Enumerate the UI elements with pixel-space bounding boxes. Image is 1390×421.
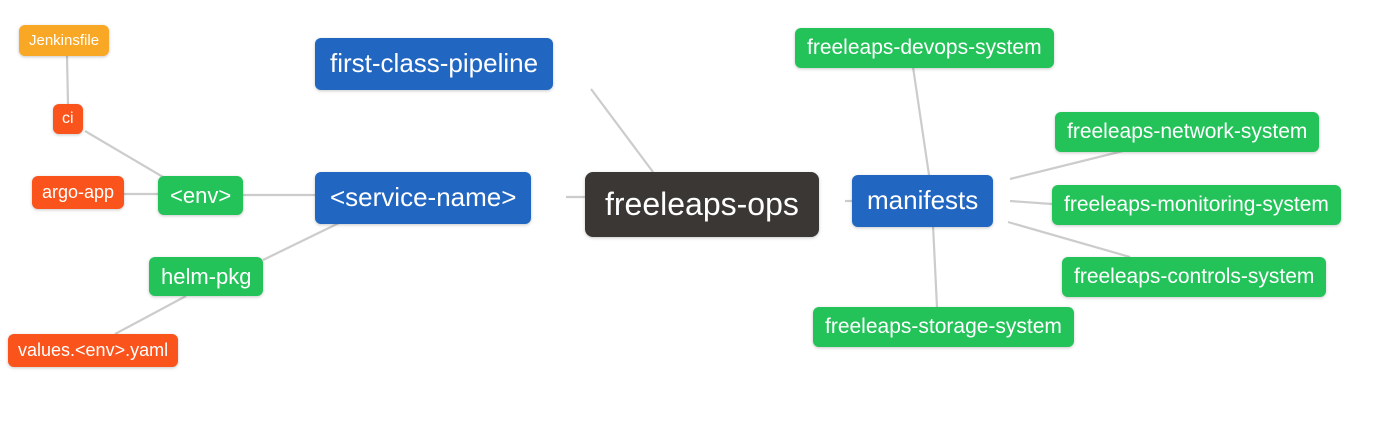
node-helm-pkg[interactable]: helm-pkg [149,257,264,297]
node-freeleaps-network-system[interactable]: freeleaps-network-system [1055,112,1320,153]
edge-manifests-devops [911,66,931,176]
node-jenkinsfile[interactable]: Jenkinsfile [19,25,110,57]
node-values-env-yaml[interactable]: values.<env>.yaml [8,334,179,367]
node-argo-app[interactable]: argo-app [32,176,125,209]
node-freeleaps-monitoring-system[interactable]: freeleaps-monitoring-system [1052,185,1341,226]
node-first-class-pipeline[interactable]: first-class-pipeline [315,38,554,90]
node-freeleaps-storage-system[interactable]: freeleaps-storage-system [813,307,1074,348]
node-service-name[interactable]: <service-name> [315,172,532,224]
edge-pipeline-root [590,88,654,173]
node-ci[interactable]: ci [53,104,83,135]
node-manifests[interactable]: manifests [852,175,994,227]
node-freeleaps-ops-root[interactable]: freeleaps-ops [585,172,819,237]
node-freeleaps-controls-system[interactable]: freeleaps-controls-system [1062,257,1327,298]
node-freeleaps-devops-system[interactable]: freeleaps-devops-system [795,28,1054,69]
edge-values-helmpkg [114,295,187,335]
edge-manifests-storage [931,224,939,308]
edge-helmpkg-service [262,221,342,261]
node-env[interactable]: <env> [158,176,244,216]
edge-jenkinsfile-ci [65,55,70,105]
edge-manifests-network [1009,149,1124,181]
edge-manifests-monitoring [1009,199,1053,206]
edge-manifests-controls [1007,220,1131,259]
edge-ci-env [84,130,164,178]
